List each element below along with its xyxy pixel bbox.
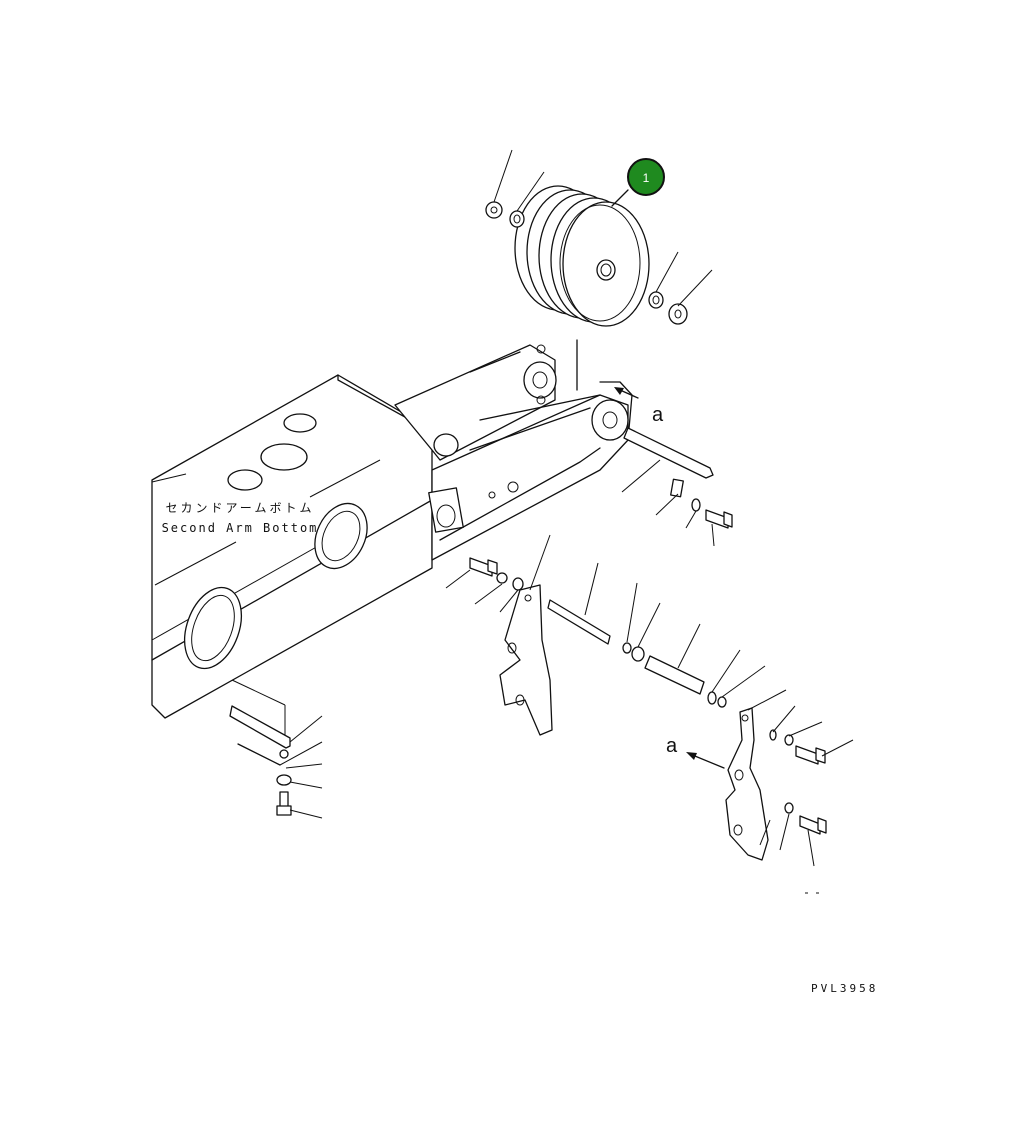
arm-linkage [394,339,633,561]
upper-pin [621,427,733,547]
right-bracket [725,689,787,861]
ref-arrow-top [614,387,639,399]
drawing-code: PVL3958 [811,982,878,995]
upper-bolt [705,509,733,529]
label-leaders [151,459,381,586]
left-bolts [445,557,524,613]
ref-letter-top: a [652,404,664,426]
label-jp: セカンドアームボトム [166,501,315,515]
pulley-assembly [514,185,650,327]
ref-arrow-bottom [686,752,725,769]
pulley-washers [485,149,713,325]
callout-badge[interactable]: 1 [611,158,665,207]
left-bracket [499,534,553,736]
label-en: Second Arm Bottom [162,521,319,535]
arm-box [151,374,433,719]
middle-pins [547,562,766,708]
callout-number: 1 [643,171,650,185]
right-bolts [769,705,854,894]
lower-left-pin [229,679,323,819]
ref-letter-bottom: a [666,735,678,757]
